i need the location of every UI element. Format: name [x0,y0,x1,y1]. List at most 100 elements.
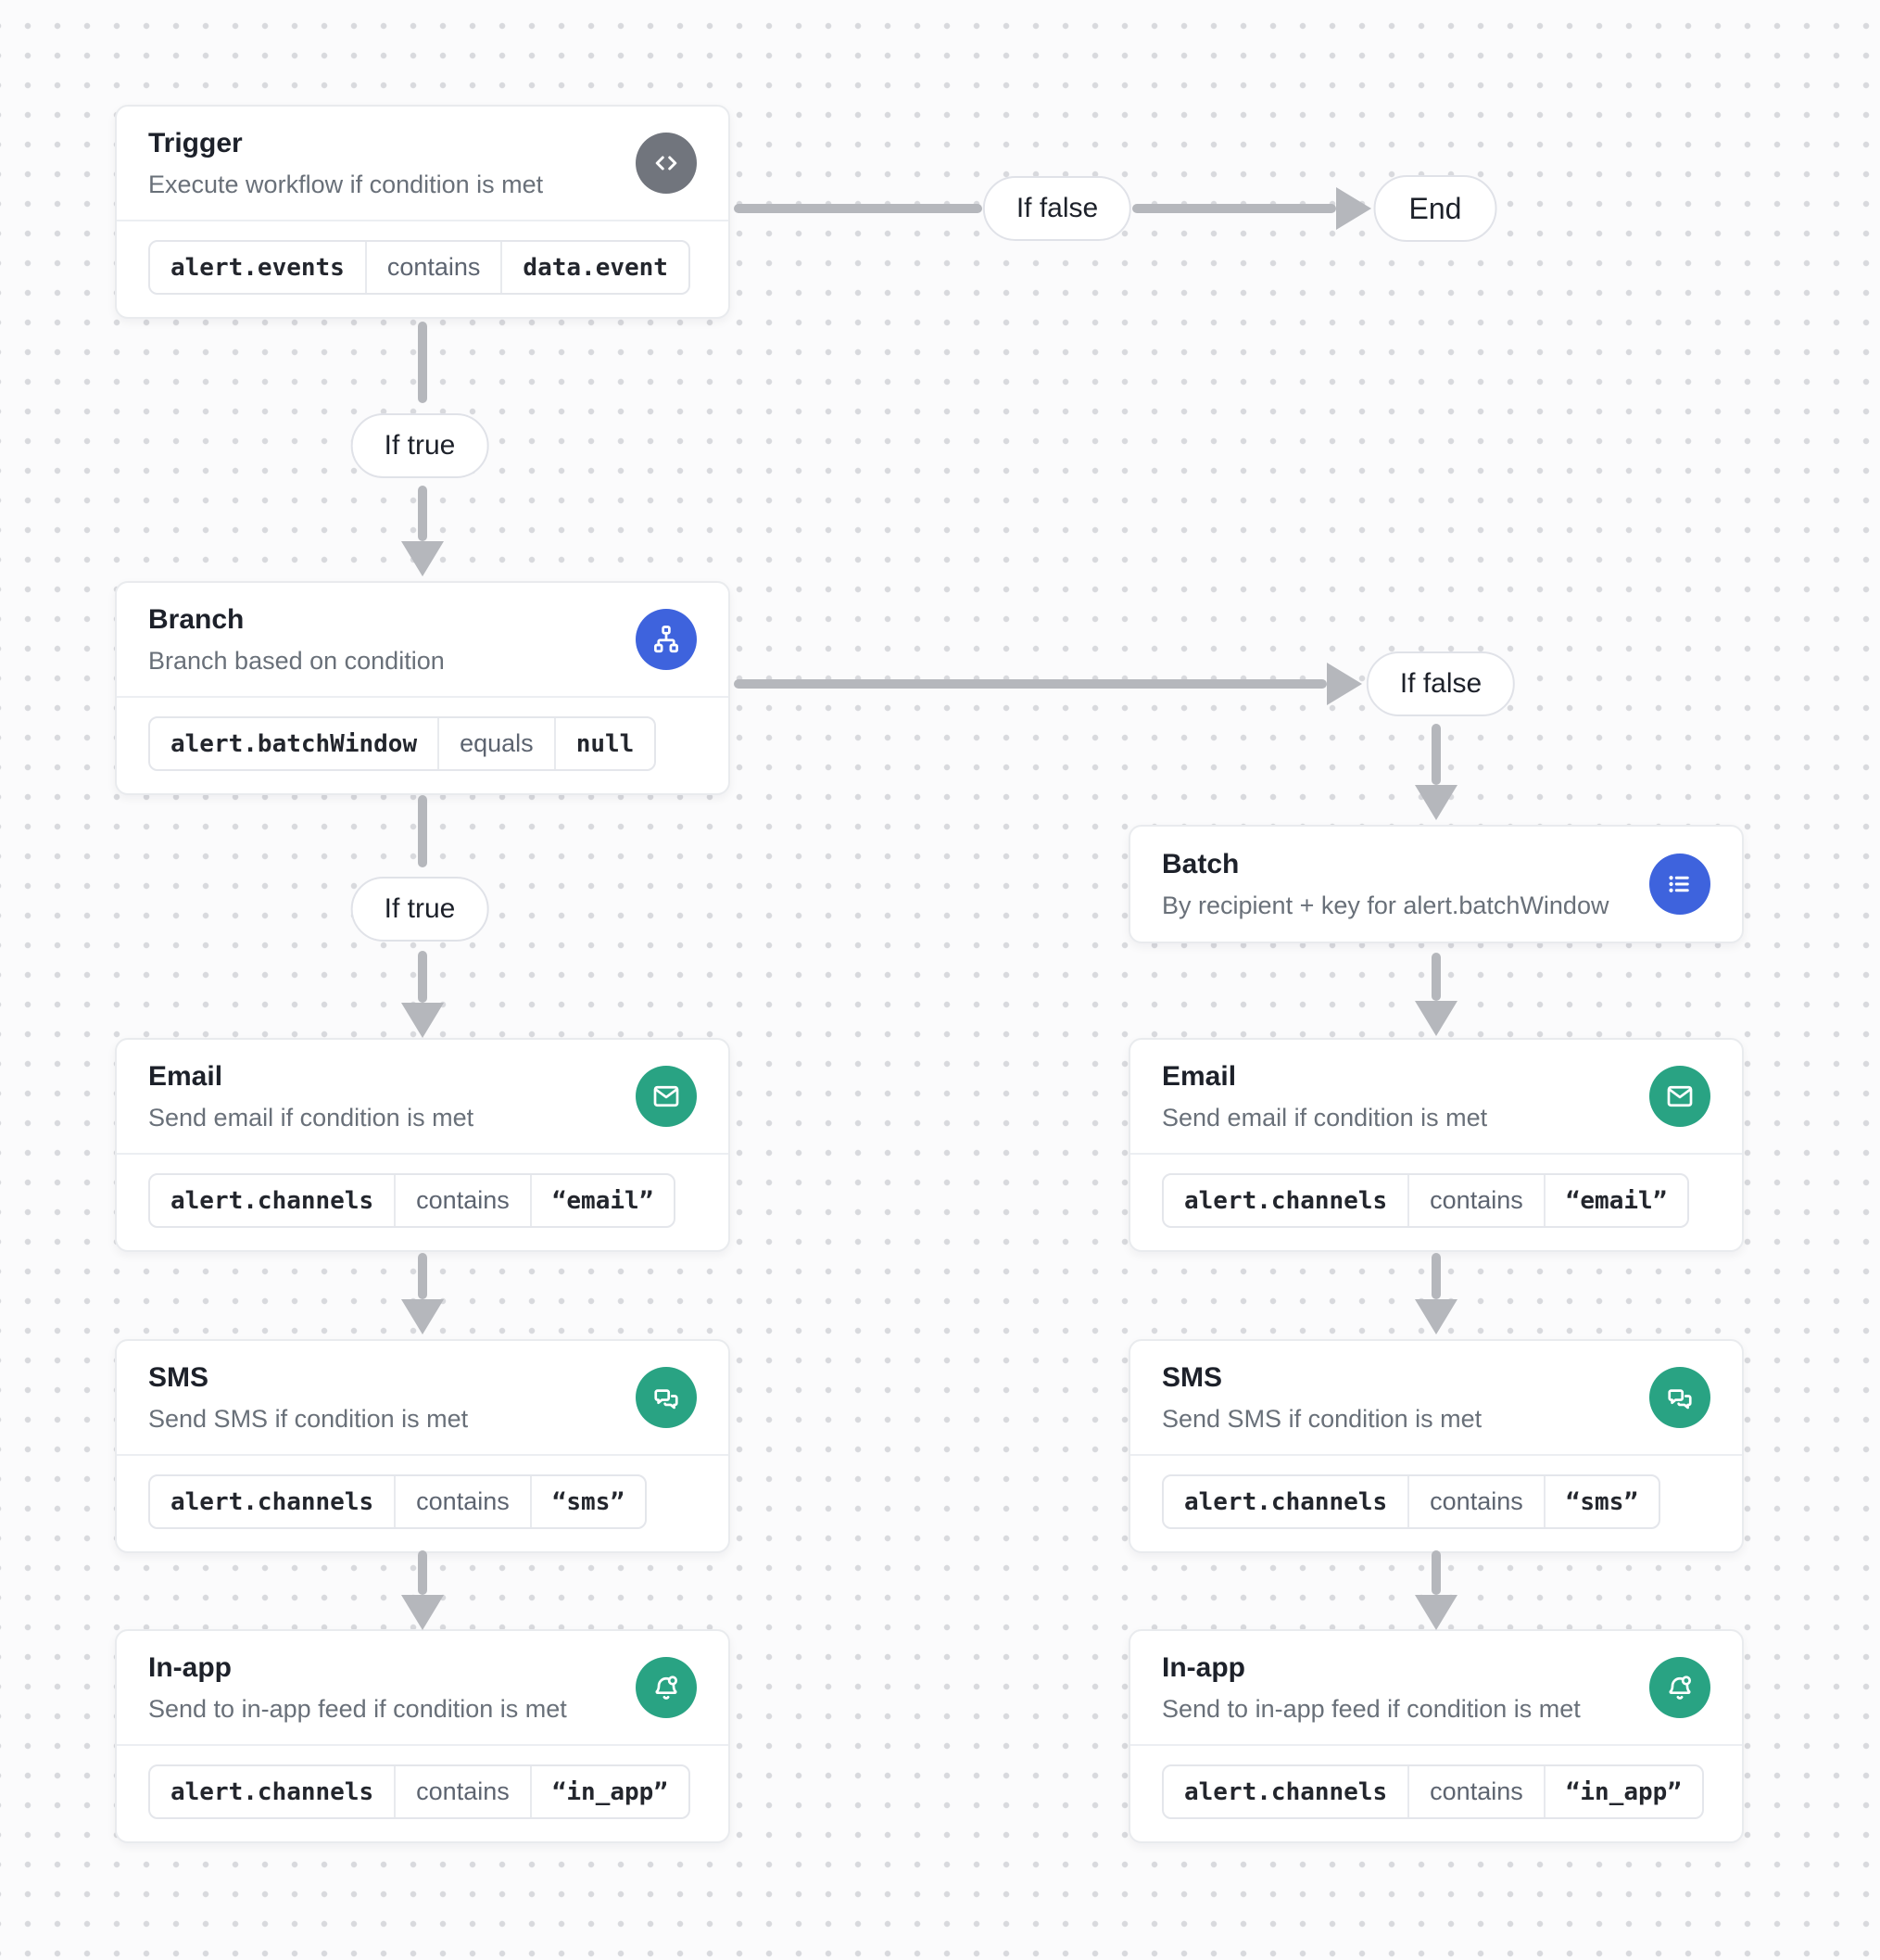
branch-node-subtitle: Branch based on condition [148,646,445,675]
in-app-node-title: In-app [148,1651,232,1683]
email-node-titles: Email Send email if condition is met [1162,1061,1631,1132]
mail-icon [636,1066,697,1127]
email-node-titles: Email Send email if condition is met [148,1061,617,1132]
in-app-node-header: In-app Send to in-app feed if condition … [117,1631,728,1744]
condition-value: data.event [523,253,668,282]
batch-node[interactable]: Batch By recipient + key for alert.batch… [1129,825,1744,943]
condition-chip: alert.channels contains “in_app” [148,1764,690,1819]
edge-if-false-batch-line [1432,724,1441,785]
in-app-node-right[interactable]: In-app Send to in-app feed if condition … [1129,1629,1744,1843]
condition-field: alert.channels [1184,1186,1388,1215]
sms-node-titles: SMS Send SMS if condition is met [148,1362,617,1434]
condition-value: “in_app” [1565,1777,1682,1806]
sms-node-right[interactable]: SMS Send SMS if condition is met alert.c… [1129,1339,1744,1553]
list-icon [1649,854,1710,915]
arrowhead-down-email-right [1415,1001,1457,1036]
condition-field: alert.channels [1184,1487,1388,1516]
condition-operator: contains [1407,1175,1546,1226]
condition-chip: alert.events contains data.event [148,240,690,295]
email-node-left[interactable]: Email Send email if condition is met ale… [115,1038,730,1252]
trigger-node-title: Trigger [148,127,243,158]
edge-label-if-false-top: If false [982,176,1132,241]
sms-condition-row: alert.channels contains “sms” [117,1454,728,1551]
sms-node-header: SMS Send SMS if condition is met [117,1341,728,1454]
edge-trigger-if-false-line [734,204,982,213]
sms-node-titles: SMS Send SMS if condition is met [1162,1362,1631,1434]
email-condition-row: alert.channels contains “email” [1130,1153,1742,1250]
edge-batch-email-line [1432,953,1441,1001]
condition-chip: alert.channels contains “in_app” [1162,1764,1704,1819]
condition-operator: contains [1407,1476,1546,1527]
arrowhead-down-sms-right [1415,1299,1457,1334]
branch-node-header: Branch Branch based on condition [117,583,728,696]
condition-operator: contains [394,1766,532,1817]
sms-node-header: SMS Send SMS if condition is met [1130,1341,1742,1454]
arrowhead-down-batch [1415,785,1457,820]
edge-if-false-end-line [1132,204,1336,213]
bell-dot-icon [636,1657,697,1718]
edge-if-true-branch-line [418,486,427,541]
sms-condition-row: alert.channels contains “sms” [1130,1454,1742,1551]
trigger-node-header: Trigger Execute workflow if condition is… [117,107,728,220]
branch-condition-row: alert.batchWindow equals null [117,696,728,793]
trigger-node[interactable]: Trigger Execute workflow if condition is… [115,105,730,319]
chat-bubbles-icon [1649,1367,1710,1428]
edge-branch-if-false-line [734,679,1327,689]
in-app-condition-row: alert.channels contains “in_app” [117,1744,728,1841]
condition-value: “sms” [551,1487,625,1516]
sms-node-subtitle: Send SMS if condition is met [148,1404,469,1433]
email-node-header: Email Send email if condition is met [117,1040,728,1153]
chat-bubbles-icon [636,1367,697,1428]
bell-dot-icon [1649,1657,1710,1718]
sitemap-icon [636,609,697,670]
arrowhead-down-in-app-right [1415,1595,1457,1630]
end-node: End [1373,175,1497,242]
edge-email-sms-line-left [418,1253,427,1299]
condition-field: alert.channels [1184,1777,1388,1806]
condition-field: alert.channels [170,1777,374,1806]
edge-label-if-true-trigger: If true [350,413,489,478]
sms-node-subtitle: Send SMS if condition is met [1162,1404,1483,1433]
edge-branch-if-true-line [418,795,427,867]
condition-value: null [575,729,635,758]
email-node-title: Email [1162,1060,1237,1092]
arrowhead-down-branch [401,541,444,576]
trigger-condition-row: alert.events contains data.event [117,220,728,317]
condition-chip: alert.channels contains “sms” [1162,1474,1661,1529]
condition-chip: alert.channels contains “email” [148,1173,676,1228]
in-app-node-titles: In-app Send to in-app feed if condition … [1162,1652,1631,1724]
email-node-subtitle: Send email if condition is met [148,1103,474,1132]
condition-field: alert.channels [170,1186,374,1215]
email-node-title: Email [148,1060,223,1092]
arrowhead-down-in-app-left [401,1595,444,1630]
branch-node-title: Branch [148,603,245,635]
branch-node-titles: Branch Branch based on condition [148,604,617,676]
in-app-node-subtitle: Send to in-app feed if condition is met [1162,1694,1581,1723]
sms-node-left[interactable]: SMS Send SMS if condition is met alert.c… [115,1339,730,1553]
edge-label-if-true-branch: If true [350,877,489,942]
condition-operator: equals [437,718,556,769]
email-node-right[interactable]: Email Send email if condition is met ale… [1129,1038,1744,1252]
condition-field: alert.batchWindow [170,729,418,758]
condition-value: “in_app” [551,1777,668,1806]
edge-label-if-false-branch: If false [1366,651,1516,716]
condition-chip: alert.channels contains “email” [1162,1173,1690,1228]
arrowhead-down-email-left [401,1003,444,1038]
email-condition-row: alert.channels contains “email” [117,1153,728,1250]
edge-if-true-email-line [418,951,427,1003]
in-app-node-title: In-app [1162,1651,1245,1683]
in-app-condition-row: alert.channels contains “in_app” [1130,1744,1742,1841]
in-app-node-left[interactable]: In-app Send to in-app feed if condition … [115,1629,730,1843]
condition-operator: contains [364,242,503,293]
edge-sms-in-app-line-left [418,1550,427,1595]
edge-trigger-if-true-line [418,322,427,403]
condition-value: “email” [551,1186,654,1215]
batch-node-titles: Batch By recipient + key for alert.batch… [1162,849,1631,920]
condition-operator: contains [1407,1766,1546,1817]
condition-value: “email” [1565,1186,1668,1215]
condition-field: alert.events [170,253,345,282]
mail-icon [1649,1066,1710,1127]
branch-node[interactable]: Branch Branch based on condition alert.b… [115,581,730,795]
sms-node-title: SMS [148,1361,209,1393]
batch-node-subtitle: By recipient + key for alert.batchWindow [1162,891,1609,919]
